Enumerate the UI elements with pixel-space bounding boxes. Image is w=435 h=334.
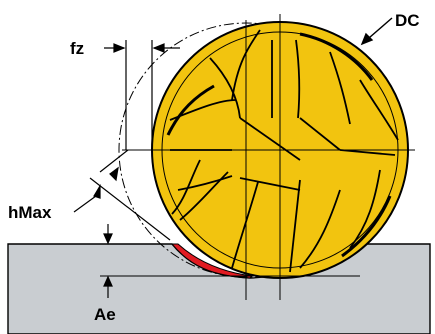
center-lines [100, 14, 415, 300]
ae-dimension [103, 224, 113, 298]
hmax-dimension [73, 149, 171, 241]
dc-leader [360, 17, 393, 46]
hmax-label: hMax [8, 203, 52, 222]
ae-label: Ae [94, 305, 116, 324]
dc-label: DC [395, 11, 420, 30]
fz-label: fz [70, 39, 84, 58]
fz-dimension [104, 40, 180, 150]
